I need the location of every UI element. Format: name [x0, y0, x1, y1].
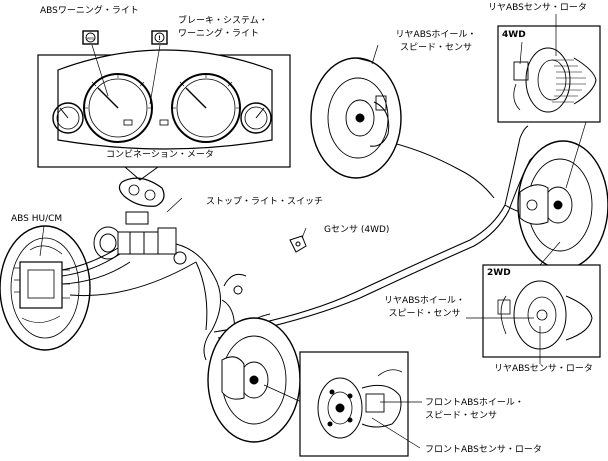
rear-wheel-right — [517, 140, 608, 270]
stop-light-switch-label: ストップ・ライト・スイッチ — [206, 197, 324, 207]
abs-warning-lamp-icon: ABS — [82, 30, 99, 45]
inset-4wd — [497, 14, 601, 123]
rear-abs-sensor-rotor-label: リヤABSセンサ・ロータ — [488, 3, 587, 13]
svg-text:ABS: ABS — [87, 37, 95, 41]
svg-text:!: ! — [158, 35, 161, 42]
rear-wheel-speed-sensor-2wd-label-2: スピード・センサ — [388, 309, 461, 319]
combination-meter-callout — [37, 44, 291, 181]
inset-front-hub — [299, 351, 422, 457]
rear-wheel-speed-sensor-label-2: スピード・センサ — [399, 43, 472, 53]
meter-gasket — [118, 177, 165, 207]
front-abs-sensor-rotor-label: フロントABSセンサ・ロータ — [425, 445, 542, 455]
combination-meter-label: コンビネーション・メータ — [106, 150, 214, 160]
g-sensor-label: Gセンサ (4WD) — [324, 225, 390, 235]
front-wheel-speed-sensor-label-1: フロントABSホイール・ — [425, 398, 524, 408]
abs-warning-light-label: ABSワーニング・ライト — [40, 6, 139, 16]
leader-lines — [301, 44, 379, 239]
brake-booster-assembly — [93, 197, 187, 265]
rear-wheel-speed-sensor-label-1: リヤABSホイール・ — [395, 30, 477, 40]
rear-abs-sensor-rotor-2wd-label: リヤABSセンサ・ロータ — [494, 364, 593, 374]
inset-2wd — [466, 121, 601, 364]
label-2wd: 2WD — [487, 268, 511, 278]
brake-warning-light-label-1: ブレーキ・システム・ — [178, 16, 268, 26]
brake-lines-harness — [61, 125, 549, 373]
brake-warning-light-label-2: ワーニング・ライト — [178, 29, 260, 39]
front-wheel-speed-sensor-label-2: スピード・センサ — [425, 411, 498, 421]
abs-hu-cm-module — [0, 225, 91, 351]
front-wheel — [207, 317, 309, 443]
rear-wheel-speed-sensor-2wd-label-1: リヤABSホイール・ — [384, 296, 465, 306]
rear-wheel-upper — [310, 57, 402, 179]
brake-warning-lamp-icon: ! — [151, 30, 168, 45]
g-sensor — [289, 235, 307, 253]
abs-hu-cm-label: ABS HU/CM — [11, 214, 63, 224]
label-4wd: 4WD — [502, 30, 526, 40]
